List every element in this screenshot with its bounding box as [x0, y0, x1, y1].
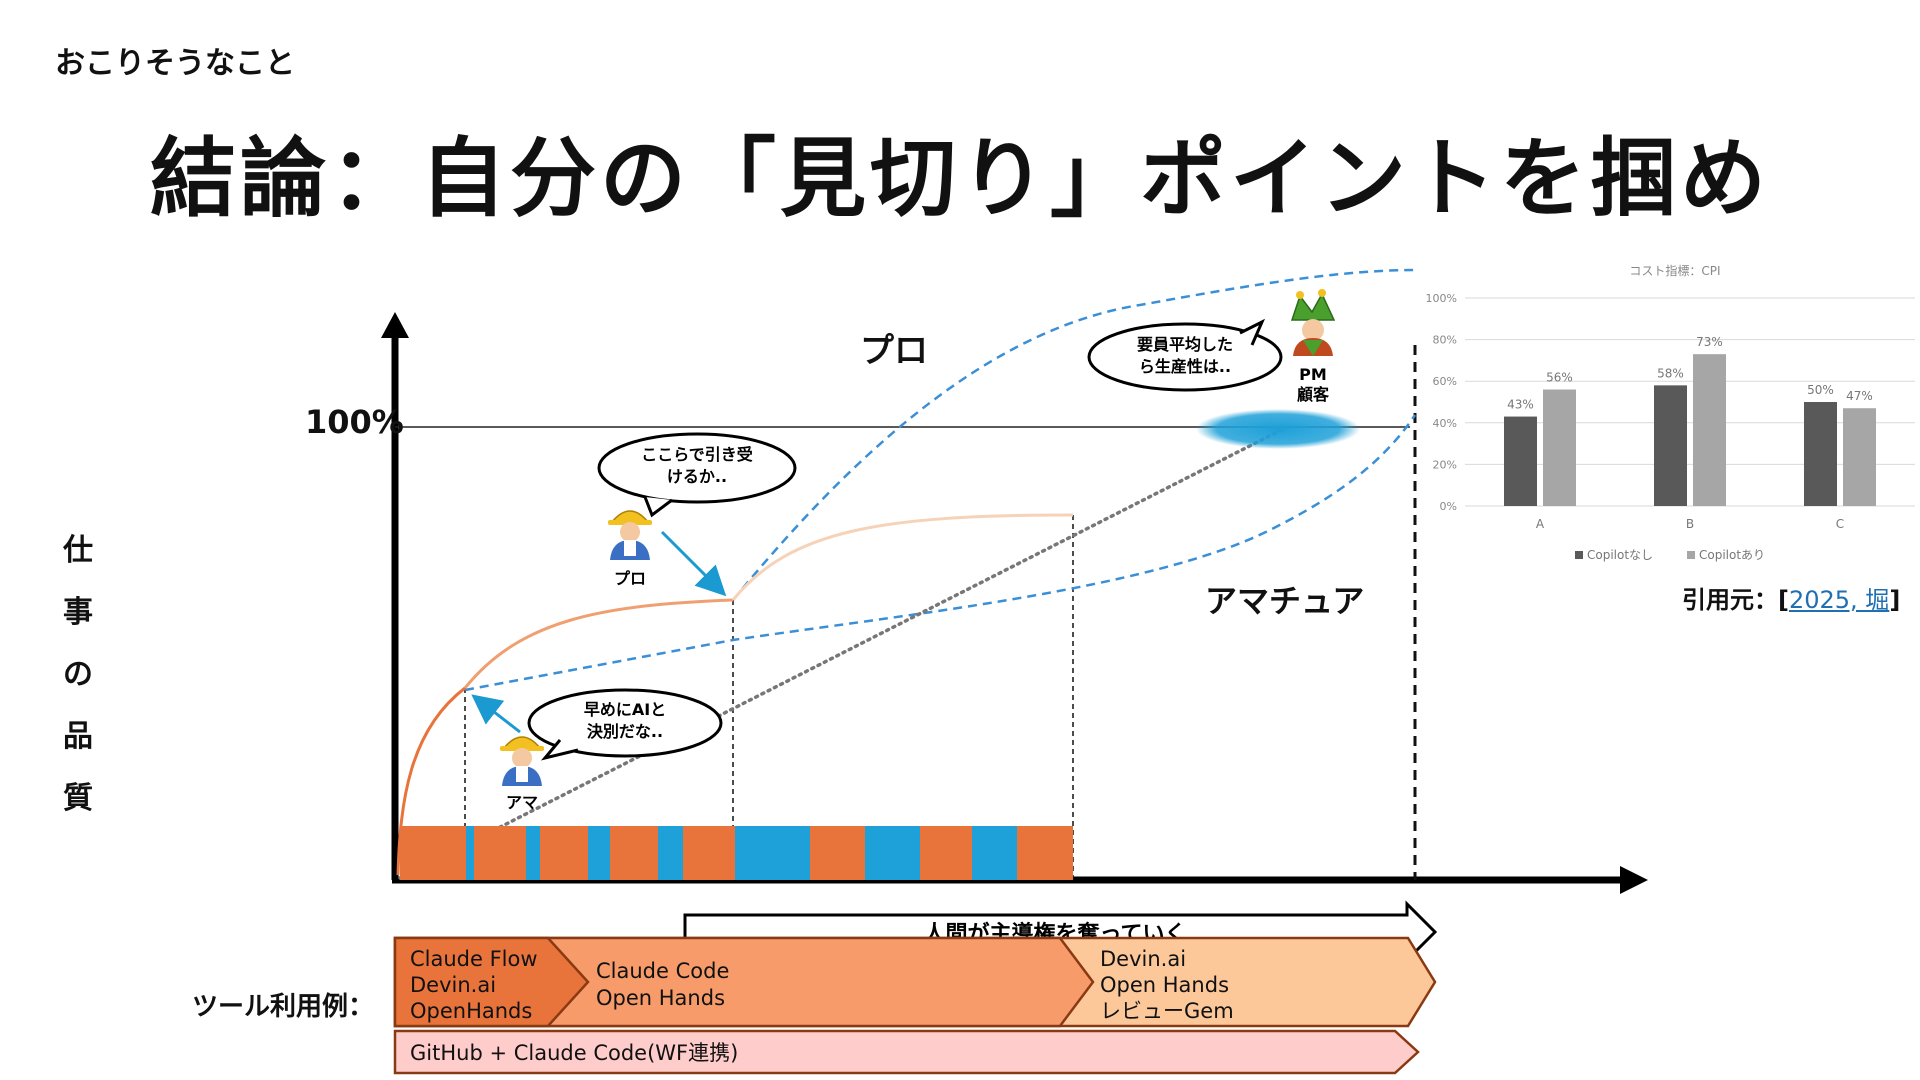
- speech-text: ら生産性は..: [1139, 357, 1231, 376]
- y-axis-arrowhead: [381, 312, 409, 338]
- tool-usage-label: ツール利用例：: [192, 992, 375, 1022]
- worker-pro-label: プロ: [614, 569, 646, 588]
- chart-legend-label: Copilotあり: [1699, 548, 1765, 562]
- quality-curve-late: [731, 513, 1074, 601]
- tool-stage1-item: OpenHands: [410, 999, 532, 1023]
- tool-bottom-bar: [393, 1029, 1420, 1075]
- speech-bubble-pro: [597, 432, 797, 504]
- pm-label: PM: [1299, 365, 1327, 384]
- tool-stage2-item: Open Hands: [596, 986, 725, 1010]
- amateur-lower-envelope: [464, 414, 1417, 692]
- citation-suffix: ]: [1889, 586, 1901, 614]
- citation-link[interactable]: 2025, 堀: [1788, 586, 1890, 614]
- pm-jester-icon: [1290, 289, 1336, 356]
- amateur-curve-label: アマチュア: [1205, 582, 1364, 620]
- chart-y-tick-label: 20%: [1433, 458, 1457, 471]
- speech-text: けるか..: [667, 467, 727, 486]
- chart-data-label: 58%: [1657, 366, 1684, 380]
- y-axis-char: 品: [63, 719, 93, 754]
- y-axis-char: 事: [63, 595, 93, 630]
- hundred-percent-label: 100%: [305, 403, 404, 441]
- y-axis-char: 仕: [63, 533, 93, 568]
- chart-legend-swatch: [1687, 551, 1695, 559]
- speech-bubble-pm: [1087, 322, 1283, 392]
- x-axis-arrowhead: [1620, 866, 1648, 894]
- worker-pro-icon: [608, 510, 652, 560]
- work-bar-ai-segment: [588, 826, 610, 880]
- chart-legend-swatch: [1575, 551, 1583, 559]
- pro-curve-label: プロ: [860, 331, 928, 371]
- speech-bubble-amateur: [527, 688, 723, 758]
- tool-stage1-item: Devin.ai: [410, 973, 496, 997]
- work-bar-ai-segment: [735, 826, 810, 880]
- chart-x-tick-label: C: [1836, 517, 1844, 531]
- chart-bar: [1804, 402, 1837, 506]
- tool-stage3-item: Open Hands: [1100, 973, 1229, 997]
- pro-pointer-arrow: [660, 530, 727, 597]
- speech-text: ここらで引き受: [641, 445, 753, 464]
- work-bar-ai-segment: [865, 826, 920, 880]
- chart-y-tick-label: 60%: [1433, 375, 1457, 388]
- chart-y-tick-label: 0%: [1440, 500, 1457, 513]
- chart-data-label: 50%: [1807, 383, 1834, 397]
- worker-amateur-label: アマ: [506, 793, 538, 812]
- amateur-pointer-arrow: [471, 694, 521, 734]
- chart-x-tick-label: B: [1686, 517, 1694, 531]
- y-axis-char: 質: [63, 781, 93, 816]
- tool-stage2-item: Claude Code: [596, 959, 729, 983]
- pm-target-ellipse: [1196, 409, 1360, 449]
- citation-prefix: 引用元：[: [1682, 586, 1789, 614]
- work-bar-ai-segment: [526, 826, 540, 880]
- chart-data-label: 47%: [1846, 389, 1873, 403]
- work-bar-ai-segment: [658, 826, 683, 880]
- tool-stage1-item: Claude Flow: [410, 947, 538, 971]
- chart-data-label: 73%: [1696, 335, 1723, 349]
- tool-stage3-item: レビューGem: [1100, 999, 1234, 1023]
- tool-stage3-item: Devin.ai: [1100, 947, 1186, 971]
- chart-y-tick-label: 40%: [1433, 417, 1457, 430]
- page-title: 結論：自分の「見切り」ポイントを掴め: [150, 129, 1770, 229]
- work-bar-ai-segment: [972, 826, 1017, 880]
- average-productivity-line: [398, 426, 1287, 880]
- pro-upper-envelope: [732, 268, 1416, 601]
- chart-title: コスト指標：CPI: [1629, 263, 1720, 278]
- chart-data-label: 43%: [1507, 398, 1534, 412]
- section-label: おこりそうなこと: [55, 46, 295, 81]
- speech-bubble-tail: [643, 496, 673, 518]
- chart-y-tick-label: 80%: [1433, 334, 1457, 347]
- chart-legend-label: Copilotなし: [1587, 548, 1653, 562]
- tool-bottom-text: GitHub + Claude Code(WF連携): [410, 1041, 738, 1065]
- speech-text: 早めにAIと: [584, 700, 666, 719]
- worker-amateur-icon: [500, 736, 544, 786]
- chart-bar: [1654, 385, 1687, 506]
- y-axis-char: の: [63, 657, 93, 692]
- chart-bar: [1543, 389, 1576, 506]
- quality-curve-early: [396, 686, 466, 876]
- y-axis-label: 仕 事 の 品 質: [58, 520, 98, 830]
- chart-bar: [1843, 408, 1876, 506]
- customer-label: 顧客: [1297, 385, 1330, 404]
- tool-stage-1: [393, 936, 590, 1028]
- work-bar-ai-segment: [466, 826, 474, 880]
- speech-bubble-tail: [1239, 318, 1266, 346]
- citation: 引用元：[2025, 堀]: [1682, 580, 1900, 615]
- quality-curve-mid: [463, 598, 734, 689]
- chart-bar: [1504, 416, 1537, 506]
- chart-y-tick-label: 100%: [1426, 292, 1457, 305]
- speech-text: 要員平均した: [1137, 335, 1233, 354]
- cpi-bar-chart: コスト指標：CPI 0% 20% 40% 60% 80% 100% 43% 56% A 58% 73%…: [1426, 263, 1915, 562]
- speech-text: 決別だな..: [587, 722, 663, 741]
- chart-data-label: 56%: [1546, 371, 1573, 385]
- chart-bar: [1693, 354, 1726, 506]
- speech-bubble-tail: [540, 739, 579, 761]
- chart-x-tick-label: A: [1536, 517, 1545, 531]
